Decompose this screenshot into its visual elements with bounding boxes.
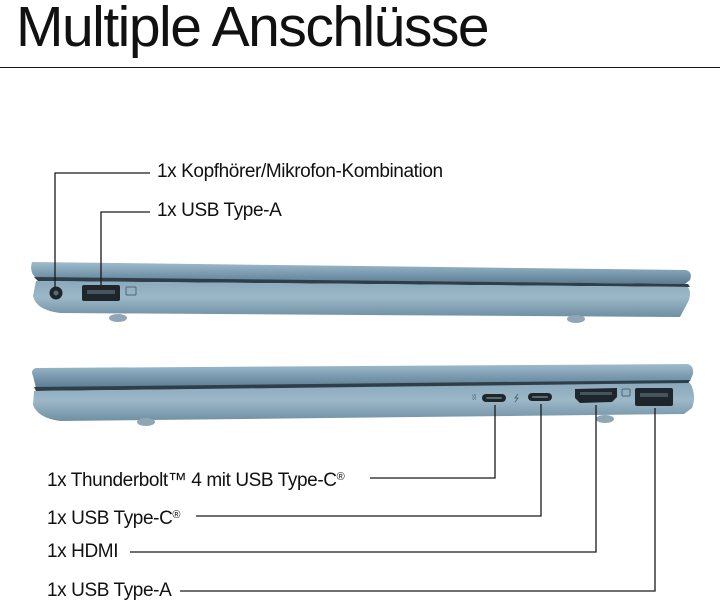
hdmi-port-icon — [575, 388, 617, 403]
laptop-foot — [596, 415, 614, 423]
laptop-base — [33, 383, 695, 421]
page-title: Multiple Anschlüsse — [16, 0, 490, 59]
laptop-foot — [567, 315, 585, 323]
leader-line-usb-c — [196, 404, 542, 517]
label-thunderbolt: 1x Thunderbolt™ 4 mit USB Type-C® — [47, 470, 345, 491]
leader-line-hdmi — [130, 405, 597, 553]
leader-line-headphone — [54, 172, 150, 287]
laptop-seam — [34, 380, 690, 391]
leader-line-usb-a-right — [180, 408, 656, 592]
laptop-base — [33, 281, 690, 317]
label-usb-a-right: 1x USB Type-A — [47, 580, 172, 601]
laptop-right-side-view: ss — [32, 364, 695, 426]
label-headphone-jack: 1x Kopfhörer/Mikrofon-Kombination — [157, 161, 443, 182]
leader-line-thunderbolt — [370, 405, 496, 479]
label-hdmi: 1x HDMI — [47, 541, 119, 562]
leader-line-usb-a-left — [100, 211, 150, 285]
svg-text:ss: ss — [472, 394, 478, 400]
laptop-seam — [34, 277, 690, 287]
laptop-foot — [109, 314, 127, 322]
title-divider — [0, 67, 720, 68]
laptop-foot — [137, 418, 155, 426]
laptop-left-side-view — [31, 262, 691, 323]
label-usb-a-left: 1x USB Type-A — [157, 200, 282, 221]
label-usb-c: 1x USB Type-C® — [47, 508, 181, 529]
laptop-lid — [31, 262, 691, 284]
